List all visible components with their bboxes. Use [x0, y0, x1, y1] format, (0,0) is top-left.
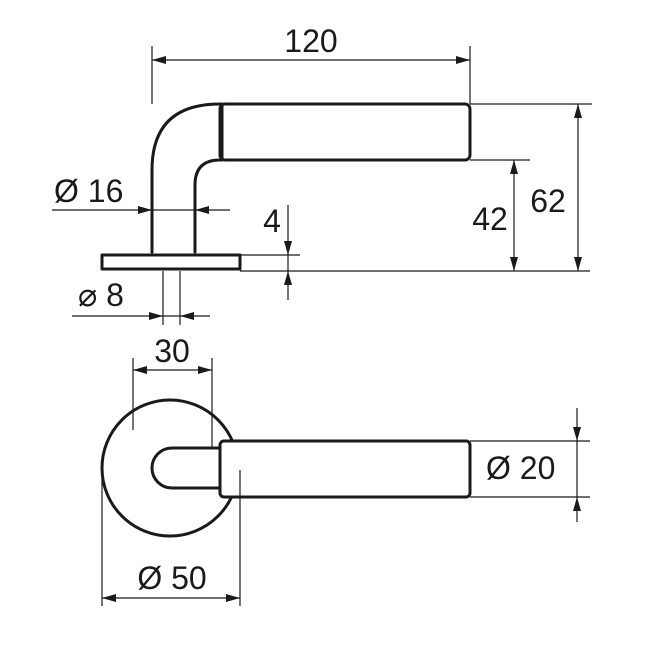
side-view-handle-neck — [150, 102, 224, 254]
dim-neck-dia-16: Ø 16 — [52, 173, 230, 214]
top-view-neck — [150, 446, 222, 490]
dim-rose-thickness-4: 4 — [240, 203, 590, 300]
dim-label-total-height: 62 — [530, 183, 566, 219]
dim-spindle-8: ⌀ 8 — [72, 271, 210, 325]
top-view-lever-grip — [218, 439, 472, 499]
dim-label-rose-thickness: 4 — [263, 203, 281, 239]
dim-label-length: 120 — [284, 23, 337, 59]
side-view-lever-grip — [218, 102, 472, 162]
dim-rose-dia-50: Ø 50 — [101, 468, 241, 606]
dim-label-grip-dia: Ø 20 — [486, 450, 555, 486]
dim-length-120: 120 — [151, 23, 471, 104]
dim-label-lever-height: 42 — [472, 201, 508, 237]
top-view: 30 Ø 20 Ø 50 — [100, 333, 590, 606]
side-view-rose-plate — [100, 253, 242, 271]
dim-label-neck-dia: Ø 16 — [54, 173, 123, 209]
dim-total-height-62: 62 — [470, 103, 592, 271]
dim-grip-dia-20: Ø 20 — [470, 408, 590, 522]
side-view: 120 Ø 16 4 42 — [52, 23, 592, 325]
dim-neck-width-30: 30 — [132, 333, 213, 448]
dim-label-spindle: ⌀ 8 — [78, 277, 124, 313]
dim-label-neck-width: 30 — [154, 333, 190, 369]
dim-label-rose-dia: Ø 50 — [137, 560, 206, 596]
dim-lever-height-42: 42 — [470, 159, 530, 271]
